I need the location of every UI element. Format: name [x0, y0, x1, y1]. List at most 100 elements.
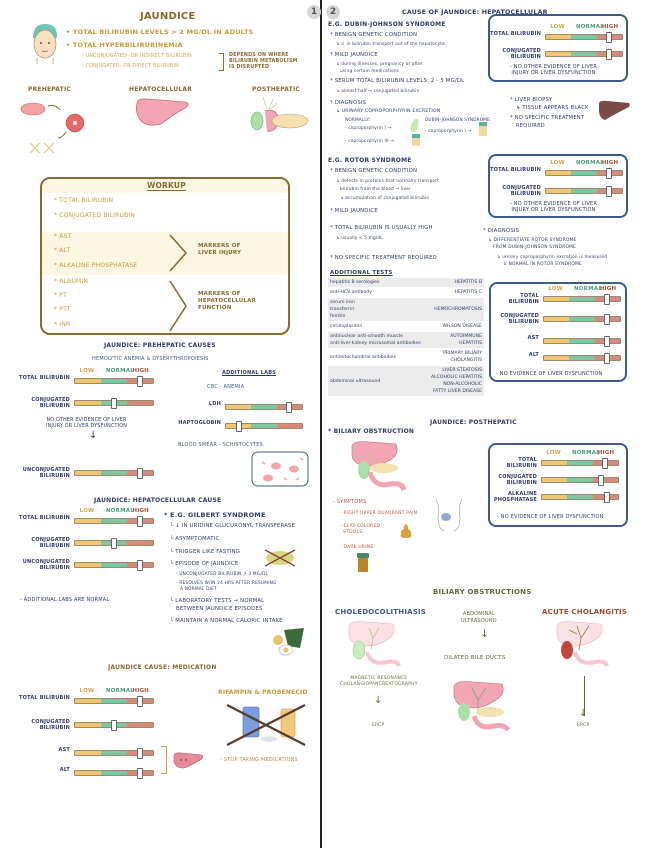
gauge-header-low: Low [548, 286, 563, 292]
ercp-right-label: ERCP [577, 723, 590, 728]
table-row: antimitochondrial antibodiesPrimary bili… [328, 349, 484, 366]
schistocytes-icon [251, 451, 309, 487]
workup-item: * Albumin [54, 278, 89, 285]
gauge-segment-low [546, 35, 572, 39]
gauge-segment-norm [567, 495, 593, 499]
gauge-segment-low [544, 356, 570, 360]
gauge-segment-norm [101, 379, 127, 383]
lab-level-gauge [225, 421, 303, 432]
lab-level-gauge [543, 314, 621, 325]
rotor-line: ↳ defects in proteins that normally tran… [336, 178, 439, 183]
gauge-segment-norm [571, 189, 597, 193]
additional-labs-normal: - Additional labs are normal [20, 597, 110, 603]
gilbert-point: └ Trigger like fasting [170, 549, 241, 555]
rotor-line: * Benign genetic condition [330, 168, 418, 174]
note-line: injury or liver dysfunction [511, 70, 596, 76]
symptom-line: - Clay-colored [340, 524, 381, 529]
gauge-segment-low [544, 317, 570, 321]
gauge-header-normal: Normal [106, 508, 134, 514]
test-result-line: Wilson disease [442, 324, 482, 329]
gauge-marker [286, 402, 293, 413]
gauge-header-normal: Normal [574, 286, 602, 292]
acute-cholangitis-icon [556, 621, 609, 667]
gauge-segment-low [75, 723, 101, 727]
rotor-diagnosis-line: ↳ Differentiate rotor syndrome [488, 238, 577, 243]
dubin-line: * Mild jaundice [330, 52, 378, 58]
page-divider [320, 0, 322, 848]
workup-item: * PT [54, 292, 67, 299]
note-line: No other evidence of liver [46, 418, 127, 423]
gauge-segment-low [75, 379, 101, 383]
black-liver-icon [599, 100, 630, 120]
label-line: liver injury [198, 250, 242, 256]
lab-level-gauge [541, 458, 619, 469]
test-result: Hepatitis C [454, 289, 482, 296]
down-arrow-icon: ↓ [480, 627, 490, 640]
biopsy-line: * No specific treatment [510, 115, 585, 121]
test-result-line: hepatitis [459, 341, 482, 346]
workup-item: * Conjugated bilirubin [54, 212, 136, 219]
lab-level-gauge [74, 560, 154, 571]
lab-level-gauge [74, 768, 154, 779]
dubin-line: Normally: [345, 117, 371, 122]
symptom-clay-stools: - Clay-coloredstools [340, 524, 380, 536]
lab-level-gauge [543, 336, 621, 347]
test-result-line: Primary biliary [443, 351, 482, 356]
bracket-note-line: Depends on where [229, 53, 289, 58]
gauge-segment-low [75, 699, 101, 703]
symptom-ruq-pain: - Right upper quadrant pain [340, 511, 418, 516]
test-result: Wilson disease [442, 323, 482, 330]
gauge-segment-high [592, 478, 618, 482]
hepatocellular-cause-title: Jaundice: hepatocellular cause [94, 497, 222, 504]
gauge-marker [604, 294, 611, 305]
sad-liver-icon [173, 752, 203, 769]
dubin-line: using certain medications [340, 68, 400, 73]
gauge-marker [604, 314, 611, 325]
gauge-label: Alkaline phosphatase [493, 491, 537, 503]
dubin-line: ↳ Urinary coproporphyrin excretion [336, 109, 441, 114]
gauge-header-normal: Normal [576, 160, 604, 166]
workup-box: Workup * Total bilirubin * Conjugated bi… [40, 177, 290, 335]
liver-icon [135, 98, 189, 126]
hepatocellular-function-label: Markers ofhepatocellularfunction [198, 291, 256, 312]
biliary-obstruction-label: * Biliary obstruction [328, 428, 415, 435]
label-line: function [198, 305, 232, 311]
gauge-marker [606, 49, 613, 60]
jaundice-sub-2: - Conjugated- or direct bilirubin [82, 64, 179, 69]
down-arrow-icon: ↓ [579, 708, 588, 719]
gauge-segment-low [542, 461, 568, 465]
jaundice-bullet-1: • Total bilirubin levels > 2 mg/dL in ad… [66, 28, 254, 36]
gauge-marker [606, 186, 613, 197]
workup-item: * AST [54, 233, 72, 240]
gauge-segment-norm [101, 699, 127, 703]
gauge-segment-norm [101, 519, 127, 523]
liver-injury-label: Markers ofliver injury [198, 243, 241, 257]
gauge-header-normal: Normal [572, 450, 600, 456]
brace-icon [169, 234, 188, 272]
workup-item: * PTT [54, 306, 71, 313]
test-result-line: cholangitis [450, 358, 482, 363]
gauge-marker [136, 468, 143, 479]
gauge-header-low: Low [550, 160, 565, 166]
healthy-food-icon [273, 628, 304, 656]
gauge-segment-low [75, 471, 101, 475]
gauge-segment-low [75, 563, 101, 567]
gauge-segment-low [546, 52, 572, 56]
gauge-header-low: Low [79, 508, 95, 514]
jaundice-bullet-2-text: Total hyperbilirubinemia [72, 41, 183, 49]
gauge-segment-high [127, 401, 153, 405]
gauge-segment-low [75, 771, 101, 775]
workup-item: * ALT [54, 247, 71, 254]
lab-level-gauge [74, 748, 154, 759]
crossed-out-food-icon [264, 549, 296, 567]
dilated-bile-ducts-label: Dilated bile ducts [444, 655, 506, 661]
gauge-label: Total bilirubin [19, 375, 70, 381]
label-line: Magnetic resonance [350, 676, 408, 681]
label-line: Markers of [198, 291, 241, 297]
additional-tests-lab-box [489, 282, 627, 382]
gauge-segment-norm [569, 297, 595, 301]
mrcp-label: Magnetic resonancecholangiopancreatograp… [340, 676, 418, 688]
lab-level-gauge [541, 475, 619, 486]
dubin-line: ↳ during illnesses, pregnancy or after [336, 61, 423, 66]
